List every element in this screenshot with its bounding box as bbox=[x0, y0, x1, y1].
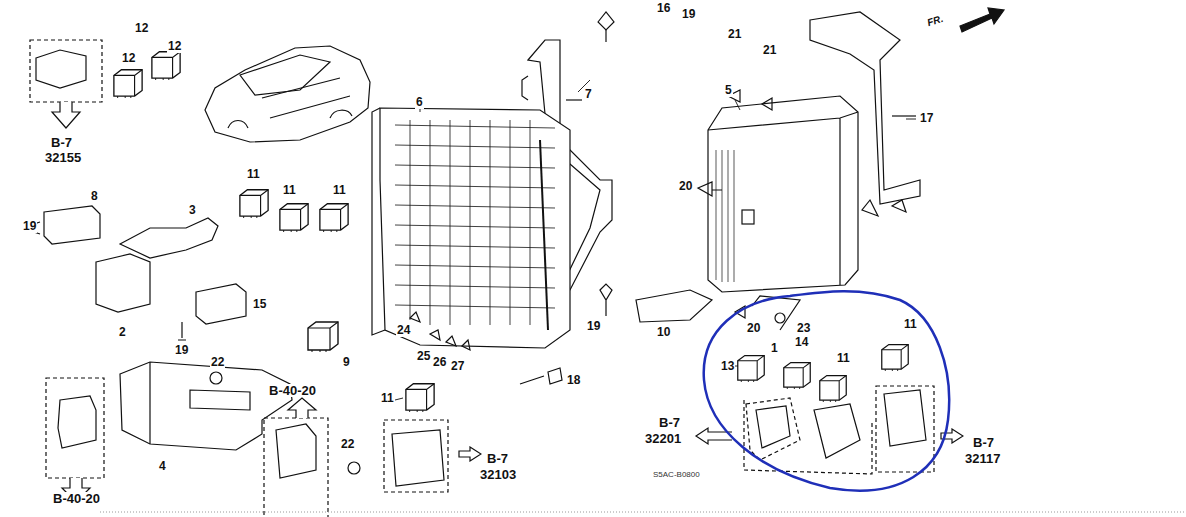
callout-number: 22 bbox=[210, 356, 225, 369]
callout-number: 21 bbox=[727, 28, 742, 41]
reference-code: 32103 bbox=[479, 468, 517, 481]
callout-number: 13 bbox=[720, 360, 735, 373]
reference-code: B-7 bbox=[658, 416, 681, 429]
callout-number: 12 bbox=[167, 40, 182, 53]
callout-number: 15 bbox=[252, 298, 267, 311]
callout-number: 18 bbox=[566, 374, 581, 387]
callout-number: 16 bbox=[656, 2, 671, 15]
callout-number: 17 bbox=[919, 112, 934, 125]
callout-number: 19 bbox=[22, 220, 37, 233]
callout-number: 11 bbox=[836, 352, 851, 365]
callout-number: 8 bbox=[90, 190, 99, 203]
callout-number: 6 bbox=[415, 96, 424, 109]
reference-code: B-7 bbox=[972, 436, 995, 449]
callout-number: 10 bbox=[656, 326, 671, 339]
callout-number: 26 bbox=[432, 356, 447, 369]
callout-number: 23 bbox=[796, 322, 811, 335]
callout-number: 9 bbox=[342, 356, 351, 369]
callout-number: 14 bbox=[794, 336, 809, 349]
reference-code: B-7 bbox=[50, 136, 73, 149]
reference-code: 32155 bbox=[44, 151, 82, 164]
callout-number: 25 bbox=[416, 350, 431, 363]
drawing-code: S5AC-B0800 bbox=[652, 470, 701, 479]
reference-code: 32117 bbox=[964, 452, 1001, 465]
callout-number: 19 bbox=[174, 344, 189, 357]
reference-code: 32201 bbox=[644, 432, 682, 445]
callout-number: 24 bbox=[396, 324, 411, 337]
callout-number: 19 bbox=[586, 320, 601, 333]
callout-number: 11 bbox=[332, 184, 347, 197]
callout-number: 3 bbox=[188, 204, 197, 217]
highlight-loop bbox=[704, 291, 949, 490]
callout-number: 27 bbox=[450, 360, 465, 373]
callout-number: 12 bbox=[134, 22, 149, 35]
callout-number: 7 bbox=[584, 88, 593, 101]
callout-number: 22 bbox=[340, 438, 355, 451]
callout-number: 2 bbox=[118, 326, 127, 339]
callout-number: 11 bbox=[903, 318, 918, 331]
callout-number: 4 bbox=[158, 460, 167, 473]
callout-number: 19 bbox=[681, 8, 696, 21]
callout-number: 11 bbox=[282, 184, 297, 197]
callout-number: 20 bbox=[678, 180, 693, 193]
reference-code: B-40-20 bbox=[52, 492, 101, 505]
callout-number: 12 bbox=[121, 52, 136, 65]
callout-number: 21 bbox=[762, 44, 777, 57]
front-marker: FR. bbox=[924, 12, 945, 30]
callout-number: 11 bbox=[246, 168, 261, 181]
callout-number: 11 bbox=[380, 392, 395, 405]
reference-code: B-7 bbox=[486, 452, 509, 465]
reference-code: B-40-20 bbox=[268, 384, 317, 397]
callout-number: 20 bbox=[746, 322, 761, 335]
callout-number: 1 bbox=[770, 342, 779, 355]
callout-number: 5 bbox=[724, 84, 733, 97]
